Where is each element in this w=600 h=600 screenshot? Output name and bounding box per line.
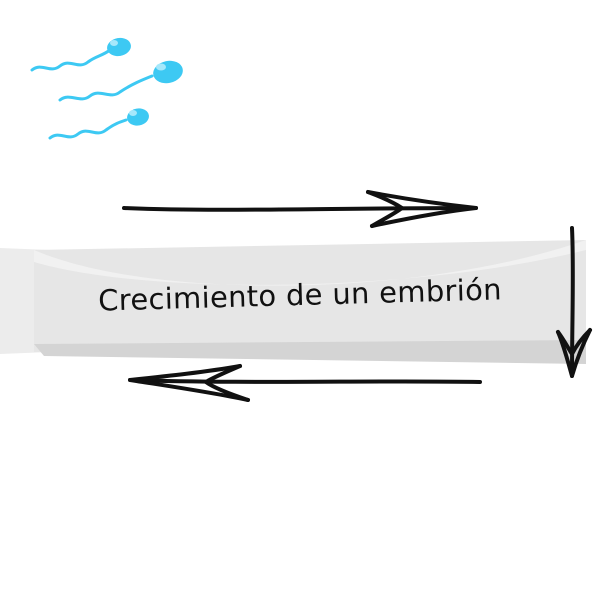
sperm-icon xyxy=(48,108,149,140)
arrow-left-icon xyxy=(128,364,482,402)
title-banner xyxy=(0,240,586,364)
arrow-right-icon xyxy=(122,190,478,228)
sperm-icon xyxy=(30,37,131,72)
arrow-down-icon xyxy=(556,226,592,378)
sperm-icon xyxy=(58,60,183,102)
sperm-group xyxy=(30,37,183,140)
